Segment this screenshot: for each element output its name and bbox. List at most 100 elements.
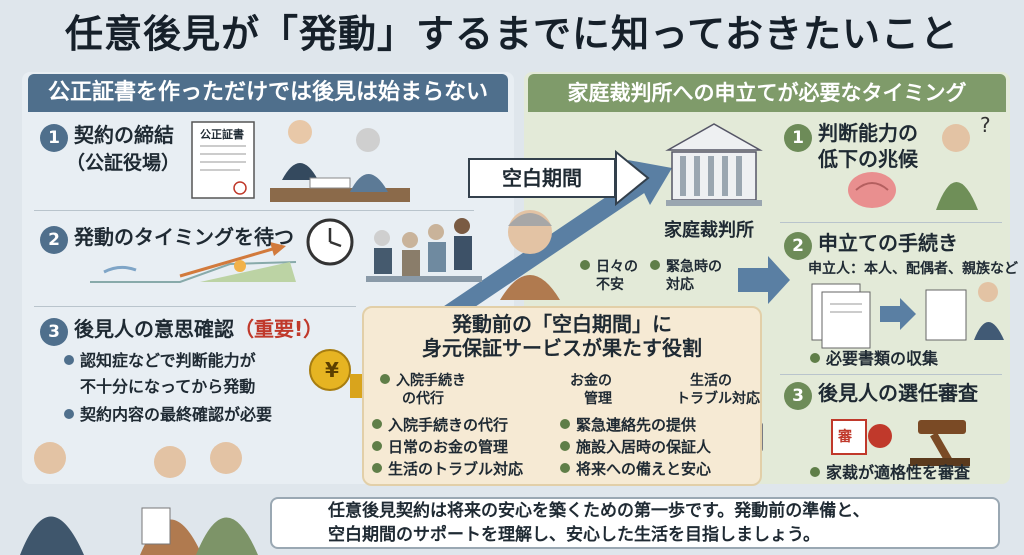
left-bullet-2-text: 契約内容の最終確認が必要 (80, 405, 273, 424)
center-list-left-1: 入院手続きの代行 (372, 414, 508, 436)
right-panel-header: 家庭裁判所への申立てが必要なタイミング (528, 74, 1006, 112)
worry-daily: 日々の (580, 258, 638, 276)
important-label: （重要!） (234, 317, 324, 341)
center-title-line2: 身元保証サービスが果たす役割 (422, 336, 702, 360)
right-step-1-title: 判断能力の (818, 121, 918, 145)
left-step-1-number: 1 (40, 124, 68, 152)
center-item-trouble-line2: トラブル対応 (676, 391, 760, 407)
right-step-3-number: 3 (784, 382, 812, 410)
worry-emergency-line2: 対応 (666, 277, 694, 293)
applicant-woman-icon (974, 282, 1004, 340)
left-bullet-1-text: 認知症などで判断能力が (80, 351, 256, 370)
blank-period-label: 空白期間 (468, 158, 616, 198)
summary-line1: 任意後見契約は将来の安心を築くための第一歩です。発動前の準備と、 (328, 501, 870, 521)
right-step-1-number: 1 (784, 124, 812, 152)
center-list-right-2: 施設入居時の保証人 (560, 436, 711, 458)
waiting-graph-icon (90, 242, 297, 283)
left-bullet-2: 契約内容の最終確認が必要 (64, 404, 272, 426)
right-step-1-title-line2: 低下の兆候 (818, 147, 918, 171)
center-item-trouble: 生活の (690, 373, 732, 389)
center-item-hospital-line1: 入院手続き (396, 373, 466, 389)
bullet-dot-icon (64, 409, 74, 419)
bullet-dot-icon (810, 353, 820, 363)
center-item-money: お金の (570, 373, 612, 389)
left-divider-1 (34, 210, 474, 211)
left-step-2-title: 発動のタイミングを待つ (74, 225, 294, 249)
bullet-dot-icon (372, 419, 382, 429)
bullet-dot-icon (560, 463, 570, 473)
center-item-hospital-line2: の代行 (402, 391, 444, 407)
center-list-right-1-text: 緊急連絡先の提供 (576, 416, 697, 434)
bullet-dot-icon (560, 419, 570, 429)
worry-emergency: 緊急時の (650, 258, 722, 276)
guarantee-service-box (362, 306, 762, 486)
worry-emergency-line1: 緊急時の (666, 259, 722, 275)
brain-icon (848, 172, 896, 208)
center-item-money-line2: 管理 (584, 391, 612, 407)
left-step-3-number: 3 (40, 318, 68, 346)
next-step-arrow-icon (738, 256, 790, 304)
right-step-2-bullet: 必要書類の収集 (810, 348, 938, 370)
documents-icon (811, 283, 967, 349)
worried-elder-icon (500, 210, 560, 300)
clock-icon (306, 218, 354, 266)
right-step-2-title: 申立ての手続き (818, 231, 958, 255)
center-list-left-2: 日常のお金の管理 (372, 436, 508, 458)
document-label: 公正証書 (200, 128, 244, 141)
seal-stamp-icon (831, 419, 892, 455)
yen-symbol: ¥ (325, 358, 339, 382)
bullet-dot-icon (580, 260, 590, 270)
elderly-couple-icon (140, 442, 258, 555)
center-title-line1: 発動前の「空白期間」に (452, 312, 672, 336)
bullet-dot-icon (380, 374, 390, 384)
stamp-label: 審 (838, 429, 852, 445)
center-list-left-3-text: 生活のトラブル対応 (388, 460, 524, 478)
confused-elder-icon: ? (936, 113, 991, 210)
right-step-2-number: 2 (784, 232, 812, 260)
center-list-left-2-text: 日常のお金の管理 (388, 438, 509, 456)
gavel-icon (910, 420, 970, 466)
left-step-1-subtitle: （公証役場） (66, 152, 181, 174)
left-step-3-title: 後見人の意思確認（重要!） (74, 316, 323, 342)
left-bullet-1: 認知症などで判断能力が (64, 350, 256, 372)
bullet-dot-icon (560, 441, 570, 451)
court-label: 家庭裁判所 (664, 220, 754, 241)
left-step-2-number: 2 (40, 226, 68, 254)
right-step-2-applicants: 申立人：本人、配偶者、親族など (808, 261, 1018, 277)
center-list-right-3: 将来への備えと安心 (560, 458, 711, 480)
right-divider-1 (780, 222, 1002, 223)
bullet-dot-icon (64, 355, 74, 365)
bullet-dot-icon (372, 463, 382, 473)
center-list-left-3: 生活のトラブル対応 (372, 458, 523, 480)
notary-meeting-icon (270, 120, 410, 202)
notary-document-icon (191, 121, 255, 199)
waiting-people-icon (366, 218, 482, 282)
bullet-dot-icon (650, 260, 660, 270)
bullet-dot-icon (372, 441, 382, 451)
right-step-2-bullet-text: 必要書類の収集 (826, 349, 939, 368)
left-bullet-1-cont: 不十分になってから発動 (80, 377, 256, 396)
courthouse-icon (665, 123, 763, 206)
left-panel-header: 公正証書を作っただけでは後見は始まらない (28, 74, 508, 112)
right-step-3-bullet: 家裁が適格性を審査 (810, 462, 970, 484)
right-step-3-bullet-text: 家裁が適格性を審査 (826, 463, 971, 482)
summary-line2: 空白期間のサポートを理解し、安心した生活を目指しましょう。 (328, 525, 820, 545)
right-step-3-title: 後見人の選任審査 (818, 381, 978, 405)
left-divider-2 (34, 306, 356, 307)
right-divider-2 (780, 374, 1002, 375)
svg-text:?: ? (980, 113, 991, 137)
page-title: 任意後見が「発動」するまでに知っておきたいこと (65, 12, 959, 56)
center-item-hospital: 入院手続き (380, 372, 466, 390)
center-list-right-1: 緊急連絡先の提供 (560, 414, 696, 436)
worry-daily-line1: 日々の (596, 259, 638, 275)
left-step-1-title: 契約の締結 (74, 123, 174, 147)
center-list-right-3-text: 将来への備えと安心 (576, 460, 712, 478)
advisor-woman-icon (20, 442, 84, 555)
center-list-left-1-text: 入院手続きの代行 (388, 416, 509, 434)
summary-box (270, 497, 1000, 549)
worry-daily-line2: 不安 (596, 277, 624, 293)
center-list-right-2-text: 施設入居時の保証人 (576, 438, 712, 456)
bullet-dot-icon (810, 467, 820, 477)
left-step-3-title-text: 後見人の意思確認 (74, 317, 234, 341)
blank-period-arrow-icon (615, 149, 650, 207)
